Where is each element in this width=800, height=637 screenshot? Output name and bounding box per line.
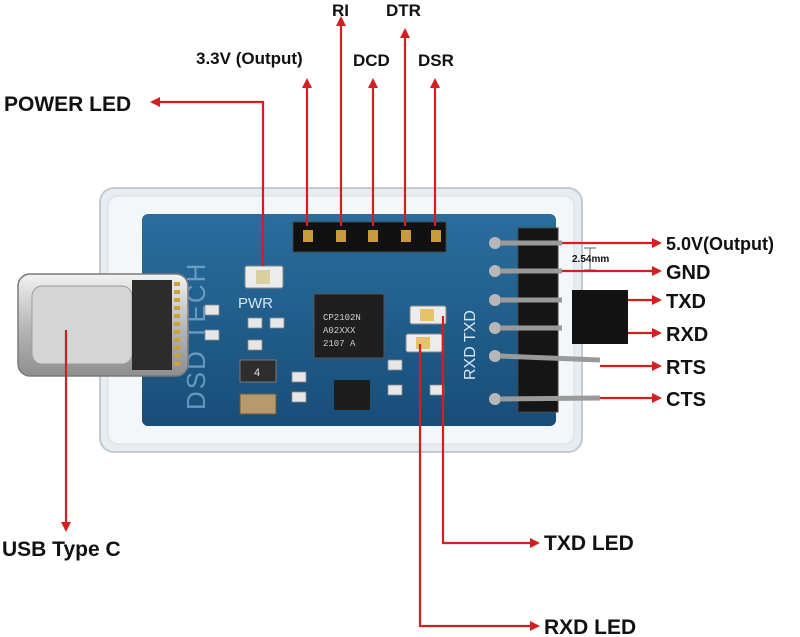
chip-line3: 2107 A [323,339,356,349]
label-txd-led: TXD LED [544,532,634,555]
label-dcd: DCD [353,51,390,70]
top-header-pins [292,221,447,253]
rxd-txd-silkscreen: RXD TXD [462,310,479,380]
usb-type-c-connector [17,273,189,377]
label-txd: TXD [666,291,706,313]
label-rxd-led: RXD LED [544,616,636,637]
label-dtr: DTR [386,1,421,20]
cp2102n-chip: CP2102N A02XXX 2107 A [313,293,385,359]
chip-line1: CP2102N [323,313,361,323]
resistor-marking: 4 [254,367,260,379]
label-power-led: POWER LED [4,93,131,116]
chip-line2: A02XXX [323,326,356,336]
labels: POWER LED 3.3V (Output) RI DCD DTR DSR 5… [2,1,774,637]
annotation-arrows [61,16,662,631]
label-ri: RI [332,1,349,20]
pwr-silkscreen: PWR [238,295,273,312]
label-usb-type-c: USB Type C [2,538,121,561]
label-rxd: RXD [666,324,708,346]
device-photo: DSD TECH PWR [17,187,628,453]
label-rts: RTS [666,357,706,379]
smd-components [204,304,445,403]
right-header-pins [489,227,628,413]
label-cts: CTS [666,389,706,411]
pitch-label: 2.54mm [572,254,609,265]
label-dsr: DSR [418,51,454,70]
label-3v3-output: 3.3V (Output) [196,49,303,68]
label-5v-output: 5.0V(Output) [666,234,774,254]
label-gnd: GND [666,262,710,284]
